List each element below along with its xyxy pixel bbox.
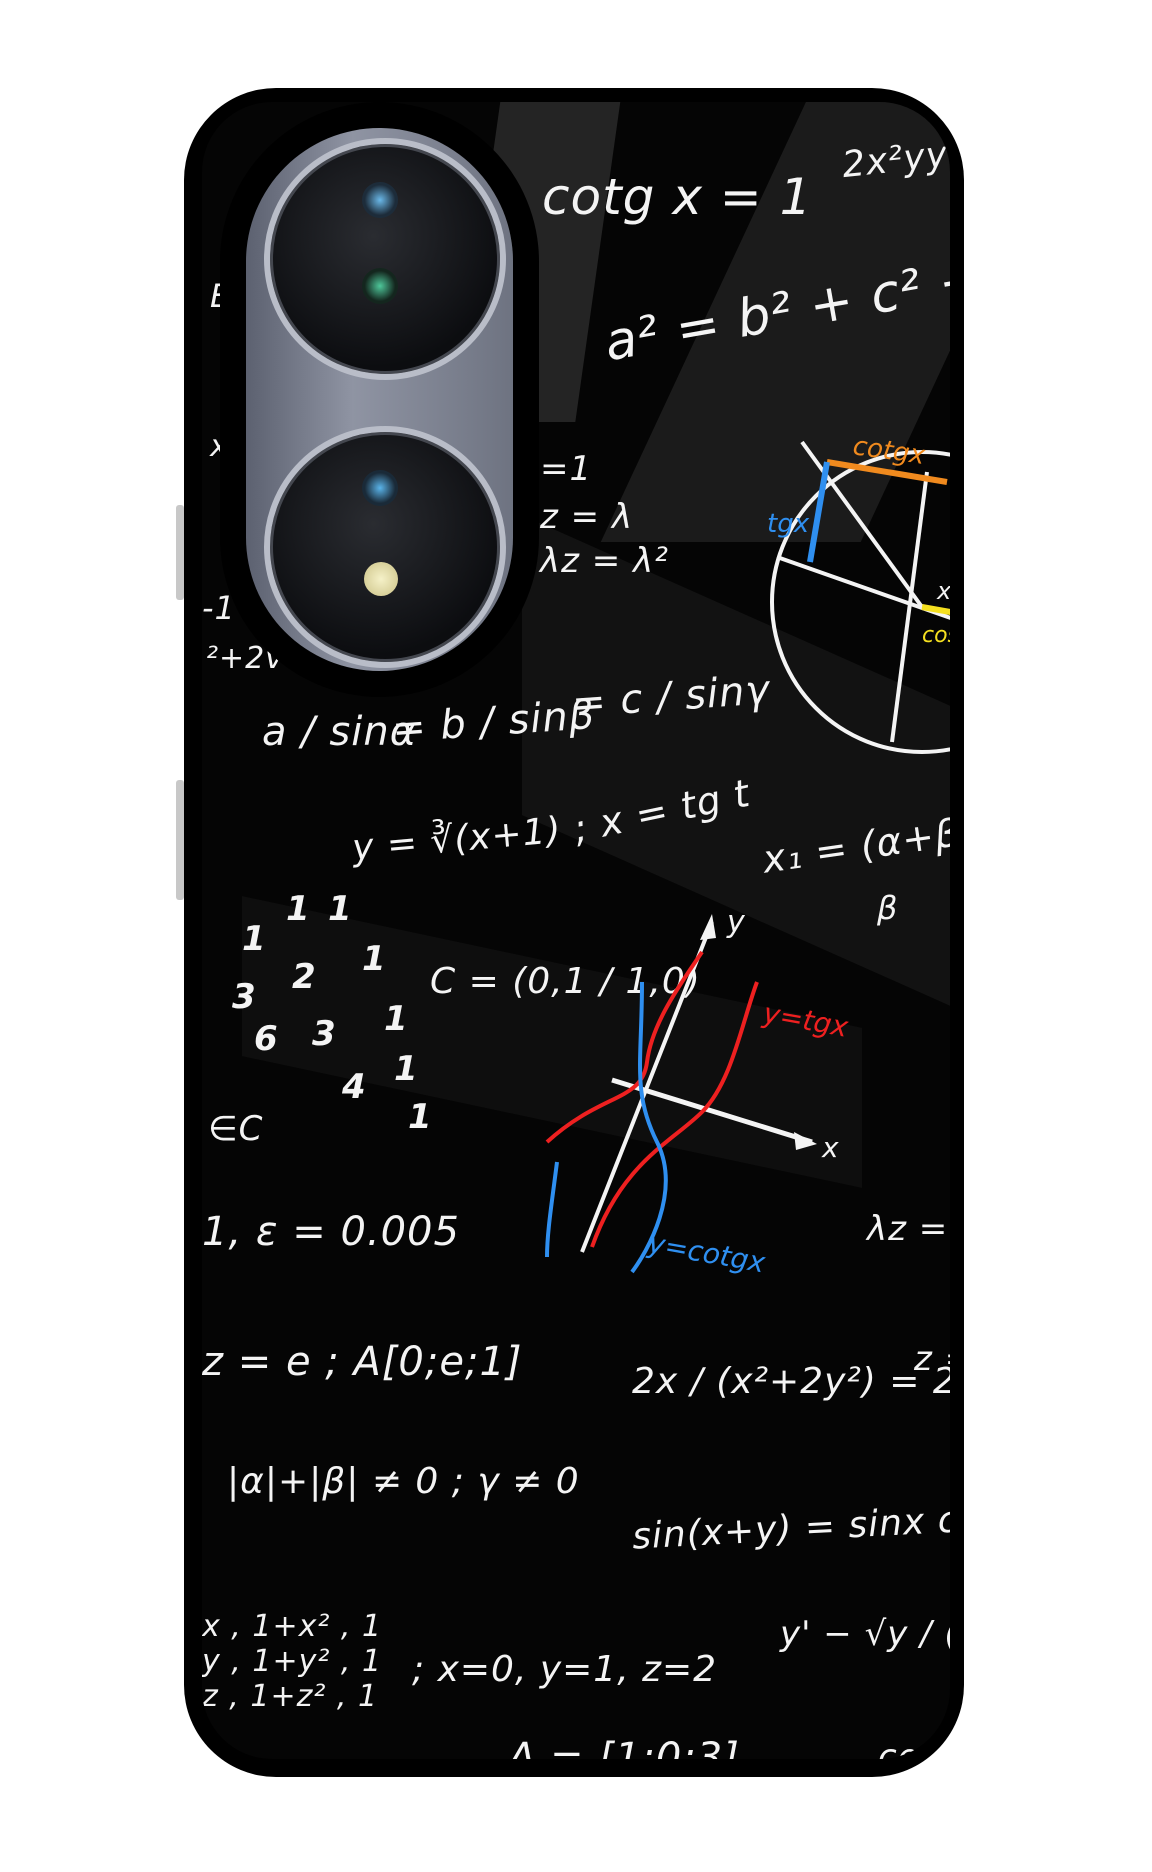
camera-lens-bottom xyxy=(264,426,506,668)
formula: 6 xyxy=(254,1019,279,1059)
camera-module xyxy=(246,128,513,671)
phone-case: 2x²yy' cotg x = 1 a² = b² + c² − 2 E =1 … xyxy=(184,88,964,1777)
formula: cotg x = 1 xyxy=(542,168,813,226)
formula: z = e ; A[0;e;1] xyxy=(202,1339,523,1385)
formula: λz = λ² xyxy=(540,541,669,581)
cotg-curve-label: y=cotgx xyxy=(645,1226,768,1279)
matrix-row: z , 1+z² , 1 xyxy=(202,1679,379,1714)
flash-icon xyxy=(364,562,398,596)
x-axis-label: x xyxy=(821,1131,839,1164)
formula: =1 xyxy=(540,449,593,489)
lens-sensor-icon xyxy=(362,182,398,218)
formula: 3 xyxy=(312,1014,337,1054)
formula: ; x=0, y=1, z=2 xyxy=(412,1649,718,1690)
formula: 1 xyxy=(394,1049,419,1089)
formula: ∈C xyxy=(208,1109,264,1149)
chalkboard-print: 2x²yy' cotg x = 1 a² = b² + c² − 2 E =1 … xyxy=(202,102,950,1759)
tg-curve-label: y=tgx xyxy=(760,996,851,1044)
formula: |α|+|β| ≠ 0 ; γ ≠ 0 xyxy=(227,1461,580,1502)
formula: 1 xyxy=(384,999,409,1039)
side-button-lower xyxy=(176,780,184,900)
lens-sensor-icon xyxy=(362,470,398,506)
formula: C = (0,1 / 1,0) xyxy=(430,961,701,1002)
formula: 1 xyxy=(242,919,267,959)
formula: A = [1;0;3] xyxy=(508,1735,740,1759)
formula: z = xyxy=(914,1339,950,1379)
cos-label: cos xyxy=(922,623,950,648)
formula: 1 xyxy=(286,889,311,929)
tg-label: tgx xyxy=(767,509,810,539)
formula: 3 xyxy=(232,977,257,1017)
formula: x xyxy=(210,429,229,464)
formula: E xyxy=(210,277,232,315)
formula: ²+2v xyxy=(206,641,285,676)
formula: a / sinα xyxy=(262,709,418,755)
formula: β xyxy=(877,889,899,927)
formula: 1, ε = 0.005 xyxy=(202,1209,460,1255)
y-axis-label: y xyxy=(726,905,746,940)
formula: 4 xyxy=(342,1067,367,1107)
formula: -1 xyxy=(202,589,236,627)
matrix-row: x , 1+x² , 1 xyxy=(202,1609,383,1644)
trig-diagrams: cotgx tgx cos x y x y=tgx y=cotgx xyxy=(545,431,950,1279)
formula: 1 xyxy=(328,889,353,929)
x-label: x xyxy=(936,577,950,605)
formula: y' − √y / (x+2) = xyxy=(780,1614,950,1654)
matrix-row: y , 1+y² , 1 xyxy=(202,1644,383,1679)
formula: z = λ xyxy=(540,497,634,537)
side-button-upper xyxy=(176,505,184,600)
formula: cosφ xyxy=(878,1737,950,1759)
formula: 1 xyxy=(362,939,387,979)
formula: 2x / (x²+2y²) = 2 xyxy=(632,1361,950,1402)
camera-lens-top xyxy=(264,138,506,380)
formula: 2 xyxy=(292,957,317,997)
formula: λz = i xyxy=(867,1209,950,1249)
lens-sensor-icon xyxy=(362,268,398,304)
formula: 1 xyxy=(408,1097,433,1137)
